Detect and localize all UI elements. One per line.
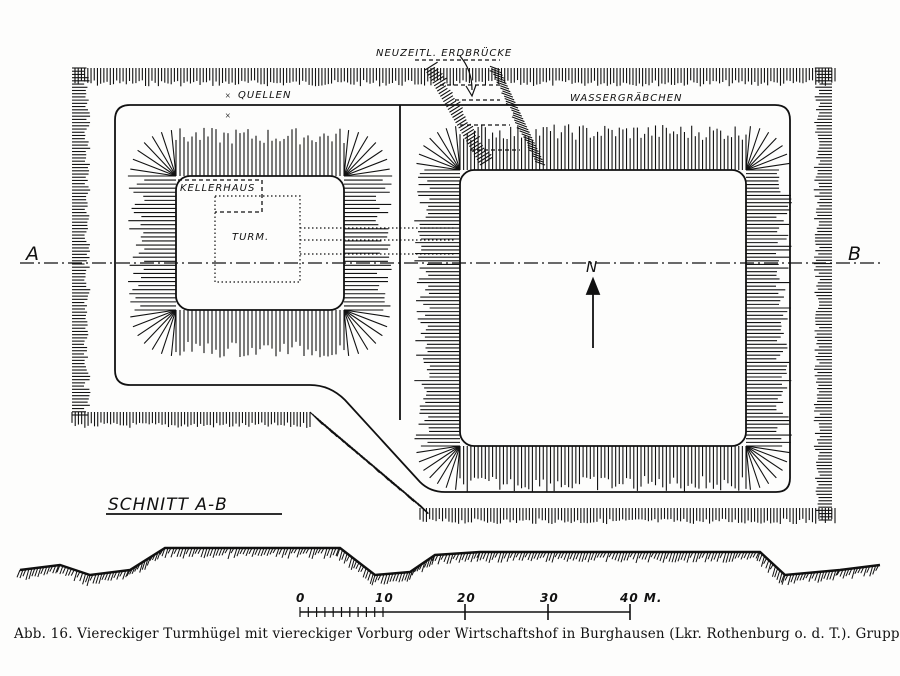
scale-label-20: 20 <box>457 591 476 605</box>
bridge-pointer-head <box>465 84 477 98</box>
label-point-a: A <box>24 243 40 265</box>
spring-marker: × <box>225 91 231 102</box>
label-springs: QUELLEN <box>238 90 291 101</box>
cross-section-profile <box>16 546 881 587</box>
scale-label-30: 30 <box>540 591 559 605</box>
label-ditch: WASSERGRÄBCHEN <box>570 91 683 104</box>
section-title: SCHNITT A-B <box>108 495 228 515</box>
spring-marker: × <box>225 111 231 122</box>
tower-outline <box>214 195 301 283</box>
scale-label-40: 40 M. <box>619 591 662 605</box>
label-bridge: NEUZEITL. ERDBRÜCKE <box>376 46 512 59</box>
tower-mound-top <box>175 175 345 311</box>
scale-bar <box>299 604 631 620</box>
hatching <box>71 61 836 525</box>
figure-caption: Abb. 16. Viereckiger Turmhügel mit viere… <box>14 626 900 642</box>
tower-connection <box>300 227 455 255</box>
bailey-top <box>459 169 747 447</box>
scale-label-0: 0 <box>296 591 305 605</box>
bridge-dashes <box>415 59 520 151</box>
inner-enclosure-line <box>114 104 791 493</box>
label-cellar-house: KELLERHAUS <box>180 183 255 194</box>
arrow-head <box>585 276 601 295</box>
bridge-pointer <box>459 55 473 91</box>
label-tower: TURM. <box>232 232 269 243</box>
scale-label-10: 10 <box>375 591 394 605</box>
label-point-b: B <box>848 243 862 265</box>
north-label: N <box>586 258 598 276</box>
cellar-house-outline <box>178 179 263 213</box>
